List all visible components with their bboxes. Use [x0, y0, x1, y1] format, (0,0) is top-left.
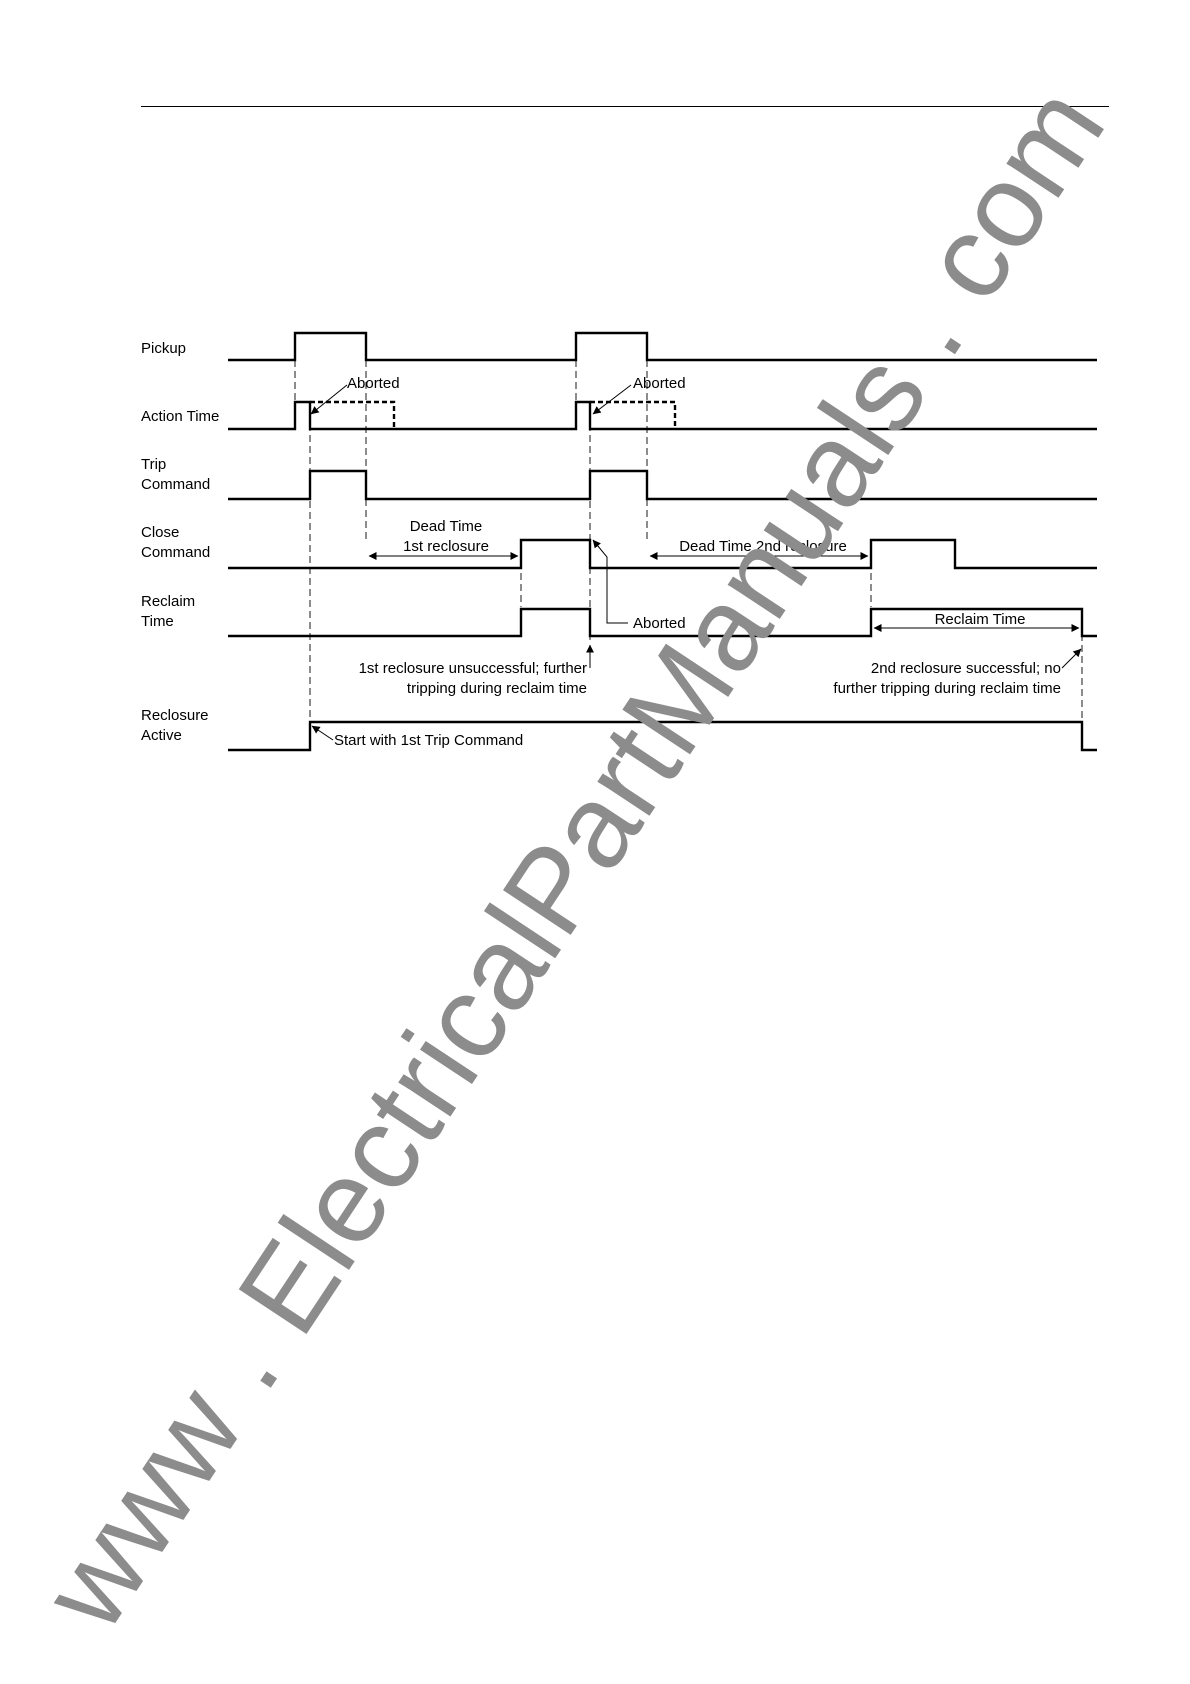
label-reclaim-line1: Reclaim — [141, 593, 195, 610]
label-close-line2: Command — [141, 544, 210, 561]
signal-labels: Pickup Action Time Trip Command Close Co… — [141, 340, 219, 744]
watermark: www . ElectricalPartManuals . com — [17, 64, 1130, 1652]
label-pickup: Pickup — [141, 340, 186, 357]
wave-close-command — [228, 538, 1097, 570]
label-trip-line2: Command — [141, 476, 210, 493]
text-dead-time-2: Dead Time 2nd reclosure — [679, 538, 847, 555]
label-reclaim-line2: Time — [141, 613, 174, 630]
text-unsuccessful-line1: 1st reclosure unsuccessful; further — [359, 660, 587, 677]
text-start-note: Start with 1st Trip Command — [334, 732, 523, 749]
text-aborted-1: Aborted — [347, 375, 400, 392]
arrow-successful — [1061, 648, 1082, 669]
label-close-line1: Close — [141, 524, 179, 541]
label-trip-line1: Trip — [141, 456, 166, 473]
wave-reclaim-time — [228, 607, 1097, 638]
text-reclaim-time: Reclaim Time — [935, 611, 1026, 628]
wave-action-time — [228, 400, 1097, 431]
annotation-arrows — [310, 384, 1082, 741]
wave-pickup — [228, 331, 1097, 362]
timing-guides — [294, 360, 1083, 720]
text-successful-line2: further tripping during reclaim time — [833, 680, 1061, 697]
text-dead-time-1-line1: Dead Time — [410, 518, 483, 535]
label-action-time: Action Time — [141, 408, 219, 425]
arrow-aborted-2 — [592, 384, 632, 415]
label-active-line1: Reclosure — [141, 707, 209, 724]
text-successful-line1: 2nd reclosure successful; no — [871, 660, 1061, 677]
text-unsuccessful-line2: tripping during reclaim time — [407, 680, 587, 697]
text-dead-time-1-line2: 1st reclosure — [403, 538, 489, 555]
wave-action-time-aborted-2 — [590, 400, 677, 429]
label-active-line2: Active — [141, 727, 182, 744]
annotation-texts: Aborted Aborted Dead Time 1st reclosure … — [334, 375, 1061, 749]
text-aborted-3: Aborted — [633, 615, 686, 632]
arrow-start — [311, 725, 334, 741]
wave-reclosure-active — [228, 720, 1097, 752]
header-rule — [141, 106, 1109, 107]
waveforms — [228, 331, 1097, 752]
arrow-aborted-1 — [310, 384, 348, 415]
wave-action-time-aborted-1 — [310, 400, 396, 429]
arrow-aborted-3 — [592, 539, 628, 624]
text-aborted-2: Aborted — [633, 375, 686, 392]
wave-trip-command — [228, 469, 1097, 501]
